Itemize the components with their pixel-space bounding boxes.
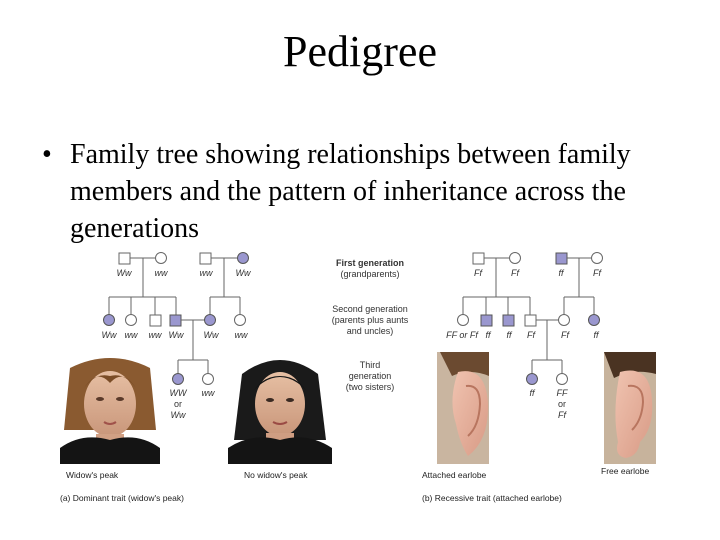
left-gen2-female-3 <box>204 314 216 326</box>
gen3-sublabel-1: generation <box>349 371 392 381</box>
left-gen2-female-4 <box>234 314 246 326</box>
left-gen2-genotype: ww <box>125 330 138 340</box>
bullet-text: Family tree showing relationships betwee… <box>70 139 631 244</box>
slide-title: Pedigree <box>283 27 437 76</box>
right-gen1-genotype: Ff <box>593 268 602 278</box>
right-gen2-male-3 <box>524 314 537 327</box>
left-gen2-genotype: Ww <box>102 330 117 340</box>
gen2-label: Second generation <box>332 304 408 314</box>
left-gen2-genotype: ww <box>149 330 162 340</box>
left-gen2-genotype: ww <box>235 330 248 340</box>
right-gen1-genotype: ff <box>558 268 565 278</box>
no-widows-peak-photo <box>228 356 332 464</box>
left-gen2-male-1 <box>149 314 162 327</box>
right-gen2-female-1 <box>457 314 469 326</box>
gen1-sublabel: (grandparents) <box>340 269 399 279</box>
right-gen2-genotype: Ff <box>527 330 536 340</box>
left-gen1-female-2 <box>237 252 249 264</box>
right-gen2-genotype: Ff <box>561 330 570 340</box>
panel-a-caption: (a) Dominant trait (widow's peak) <box>60 493 184 503</box>
attached-earlobe-photo <box>437 352 489 464</box>
generation-labels: First generation (grandparents) Second g… <box>332 258 409 392</box>
left-pedigree: Ww ww ww Ww Ww ww ww Ww Ww ww <box>102 252 251 420</box>
left-gen2-male-2 <box>169 314 182 327</box>
left-gen1-genotype: Ww <box>236 268 251 278</box>
right-gen3-genotype: Ff <box>558 410 567 420</box>
right-gen1-male-2 <box>555 252 568 265</box>
panel-b-caption: (b) Recessive trait (attached earlobe) <box>422 493 562 503</box>
right-gen2-female-3 <box>588 314 600 326</box>
right-gen2-female-2 <box>558 314 570 326</box>
free-earlobe-photo <box>604 352 656 464</box>
right-gen1-genotype: Ff <box>474 268 483 278</box>
gen2-sublabel-2: and uncles) <box>347 326 394 336</box>
right-gen2-genotype: ff <box>506 330 513 340</box>
free-earlobe-caption: Free earlobe <box>601 466 649 476</box>
right-gen1-female-2 <box>591 252 603 264</box>
gen3-label: Third <box>360 360 381 370</box>
right-gen3-sister-2 <box>556 373 568 385</box>
right-gen1-male-1 <box>472 252 485 265</box>
bullet-icon: • <box>42 139 52 170</box>
right-gen2-genotype: FF or Ff <box>446 330 479 340</box>
right-pedigree: Ff Ff ff Ff FF or Ff ff ff Ff Ff ff ff F… <box>446 252 603 420</box>
gen2-sublabel-1: (parents plus aunts <box>332 315 409 325</box>
right-gen1-female-1 <box>509 252 521 264</box>
right-gen1-genotype: Ff <box>511 268 520 278</box>
no-widows-peak-caption: No widow's peak <box>244 470 308 480</box>
left-gen3-genotype: Ww <box>171 410 186 420</box>
gen1-label: First generation <box>336 258 404 268</box>
left-gen1-female-1 <box>155 252 167 264</box>
right-gen3-sister-1 <box>526 373 538 385</box>
left-gen3-sister-2 <box>202 373 214 385</box>
left-gen3-or: or <box>174 399 182 409</box>
left-gen3-genotype: ww <box>202 388 215 398</box>
widows-peak-photo <box>60 356 160 464</box>
gen3-sublabel-2: (two sisters) <box>346 382 395 392</box>
left-gen3-sister-1 <box>172 373 184 385</box>
left-gen1-genotype: Ww <box>117 268 132 278</box>
attached-earlobe-caption: Attached earlobe <box>422 470 487 480</box>
right-gen2-male-1 <box>480 314 493 327</box>
right-gen3-genotype: ff <box>529 388 536 398</box>
left-gen2-genotype: Ww <box>169 330 184 340</box>
right-gen3-or: or <box>558 399 566 409</box>
left-gen1-genotype: ww <box>200 268 213 278</box>
left-gen1-genotype: ww <box>155 268 168 278</box>
left-gen2-female-2 <box>125 314 137 326</box>
left-gen2-female-1 <box>103 314 115 326</box>
right-gen2-genotype: ff <box>485 330 492 340</box>
left-gen3-genotype: WW <box>170 388 188 398</box>
widows-peak-caption: Widow's peak <box>66 470 119 480</box>
left-gen1-male-2 <box>199 252 212 265</box>
left-gen1-male-1 <box>118 252 131 265</box>
right-gen2-genotype: ff <box>593 330 600 340</box>
right-gen3-genotype: FF <box>557 388 568 398</box>
right-gen2-male-2 <box>502 314 515 327</box>
left-gen2-genotype: Ww <box>204 330 219 340</box>
